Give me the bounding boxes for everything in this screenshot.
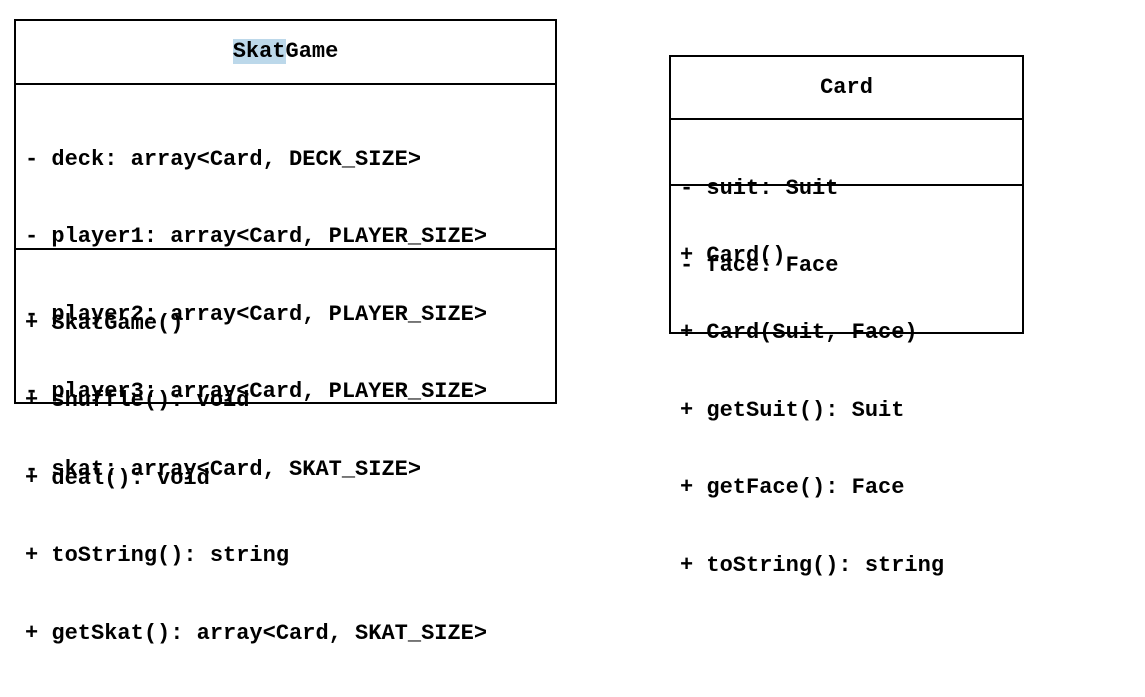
operation-tostring: + toString(): string <box>25 543 290 569</box>
class-box-card: Card - suit: Suit - face: Face + Card() … <box>669 55 1024 578</box>
attribute-face: - face: Face <box>680 253 839 279</box>
class-box-skatgame: SkatGame - deck: array<Card, DECK_SIZE> … <box>14 19 557 646</box>
operation-constructor: + SkatGame() <box>25 311 184 336</box>
attribute-player2: - player2: array<Card, PLAYER_SIZE> <box>25 301 488 327</box>
operation-constructor-default: + Card() <box>680 243 786 268</box>
attribute-player1: - player1: array<Card, PLAYER_SIZE> <box>25 224 488 250</box>
operation-shuffle: + shuffle(): void <box>25 388 250 414</box>
operation-getface: + getFace(): Face <box>680 475 905 501</box>
operations-section: + Card() + Card(Suit, Face) + getSuit():… <box>671 186 1022 629</box>
operation-getskat: + getSkat(): array<Card, SKAT_SIZE> <box>25 620 488 646</box>
operation-tostring: + toString(): string <box>680 552 945 578</box>
attributes-section: - suit: Suit - face: Face <box>671 120 1022 278</box>
attribute-suit: - suit: Suit <box>680 176 839 201</box>
class-name-highlighted-text: Skat <box>232 39 286 64</box>
attributes-section: - deck: array<Card, DECK_SIZE> - player1… <box>16 85 555 482</box>
class-name-text: Game <box>285 39 339 64</box>
operation-getsuit: + getSuit(): Suit <box>680 397 905 423</box>
attribute-player3: - player3: array<Card, PLAYER_SIZE> <box>25 379 488 405</box>
class-name-skatgame: SkatGame <box>16 21 555 85</box>
class-name-card: Card <box>671 57 1022 120</box>
operation-constructor-suit-face: + Card(Suit, Face) <box>680 320 918 346</box>
attribute-deck: - deck: array<Card, DECK_SIZE> <box>25 147 422 172</box>
